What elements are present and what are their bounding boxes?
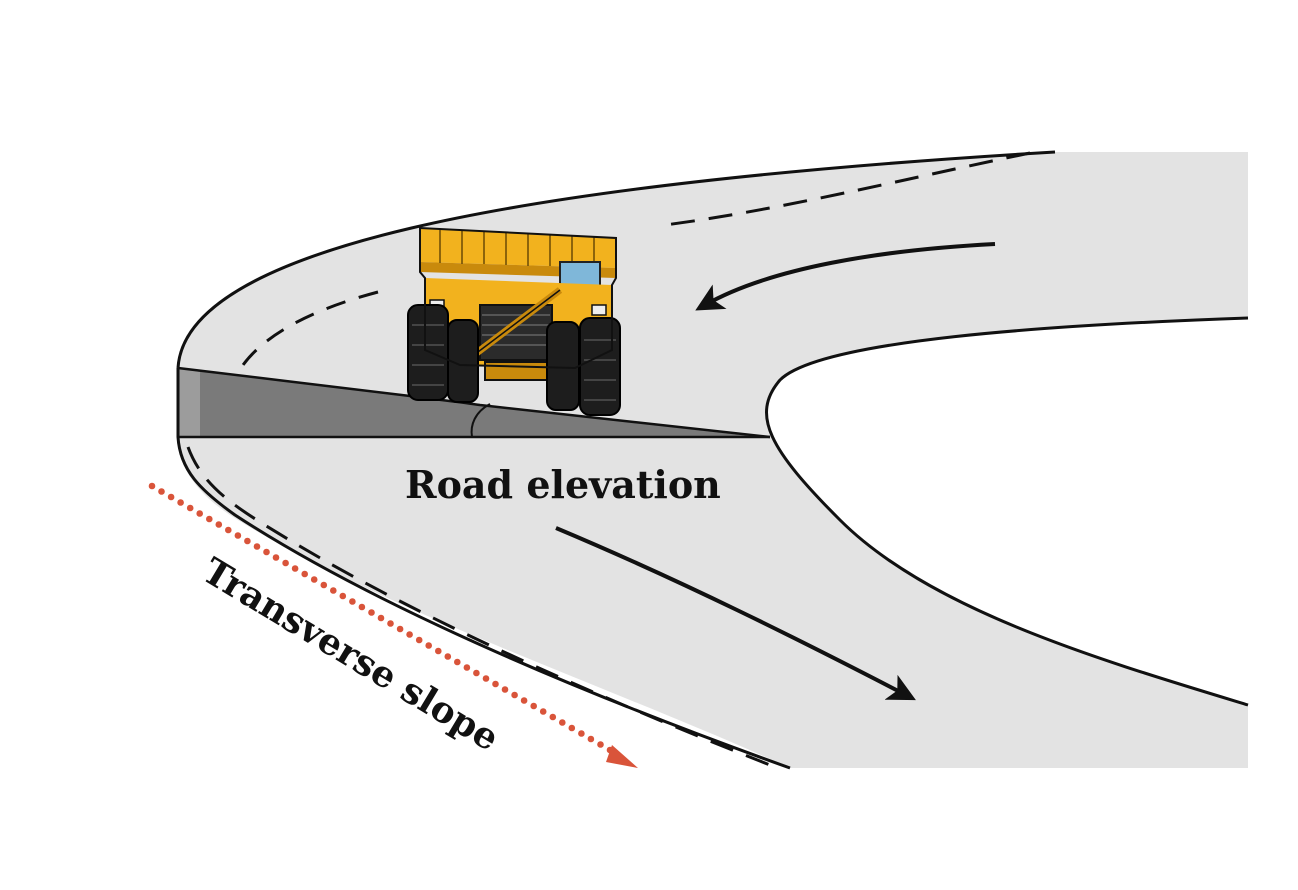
slope-dot xyxy=(234,532,242,539)
slope-dot xyxy=(568,724,576,732)
slope-dot xyxy=(263,548,270,556)
road-outer-edge xyxy=(176,150,1056,369)
lane-dashes-top xyxy=(664,151,1031,227)
slope-dot xyxy=(377,614,385,622)
slope-dot xyxy=(492,680,499,688)
slope-dot xyxy=(482,675,490,682)
slope-dot xyxy=(511,691,518,699)
slope-arrowhead-icon xyxy=(606,745,638,768)
road-inner-edge xyxy=(765,316,1249,707)
slope-dot xyxy=(320,581,328,589)
lane-dashes-left xyxy=(241,290,379,366)
slope-dot xyxy=(215,521,223,528)
slope-dot xyxy=(244,537,251,545)
slope-dot xyxy=(501,686,509,693)
slope-dot xyxy=(587,735,595,743)
slope-dot xyxy=(520,697,528,704)
slope-dot xyxy=(473,669,480,677)
slope-dot xyxy=(435,647,442,655)
mining-dump-truck-icon xyxy=(407,226,621,416)
slope-dot xyxy=(358,603,366,611)
slope-dot xyxy=(578,730,585,737)
slope-dot xyxy=(444,653,452,660)
slope-dot xyxy=(425,642,433,649)
bank-fold-line xyxy=(470,403,491,438)
slope-dot xyxy=(368,609,375,616)
bank-face-light xyxy=(178,368,200,437)
road-elevation-label: Road elevation xyxy=(405,462,721,507)
slope-dot xyxy=(253,543,261,550)
slope-dot xyxy=(206,515,213,523)
slope-dot xyxy=(310,576,318,583)
slope-dot xyxy=(415,636,423,644)
slope-dot xyxy=(158,488,165,495)
slope-dot xyxy=(463,664,471,671)
slope-dot xyxy=(396,625,404,633)
slope-dot xyxy=(339,592,347,600)
slope-dot xyxy=(559,719,566,726)
slope-dot xyxy=(454,658,461,666)
slope-dot xyxy=(291,565,299,572)
slope-dot xyxy=(167,493,175,501)
slope-dot xyxy=(330,587,337,594)
slope-arrow xyxy=(148,482,614,754)
slope-dot xyxy=(387,620,394,627)
slope-dot xyxy=(186,504,194,512)
slope-dot xyxy=(406,631,413,638)
slope-dot xyxy=(539,708,547,715)
slope-dot xyxy=(301,570,309,578)
slope-dot xyxy=(597,741,604,748)
slope-dot xyxy=(196,510,203,517)
slope-dot xyxy=(530,702,537,710)
direction-arrow-icon xyxy=(695,242,996,311)
slope-dot xyxy=(549,713,557,721)
slope-dot xyxy=(282,559,289,567)
direction-arrow-icon xyxy=(555,526,916,701)
slope-dot xyxy=(177,499,184,506)
slope-dot xyxy=(349,598,356,605)
slope-dot xyxy=(148,482,156,490)
slope-dot xyxy=(225,526,232,534)
lane-dashes-bottom xyxy=(186,446,771,767)
road-surface xyxy=(178,152,1248,768)
slope-dot xyxy=(272,554,280,561)
